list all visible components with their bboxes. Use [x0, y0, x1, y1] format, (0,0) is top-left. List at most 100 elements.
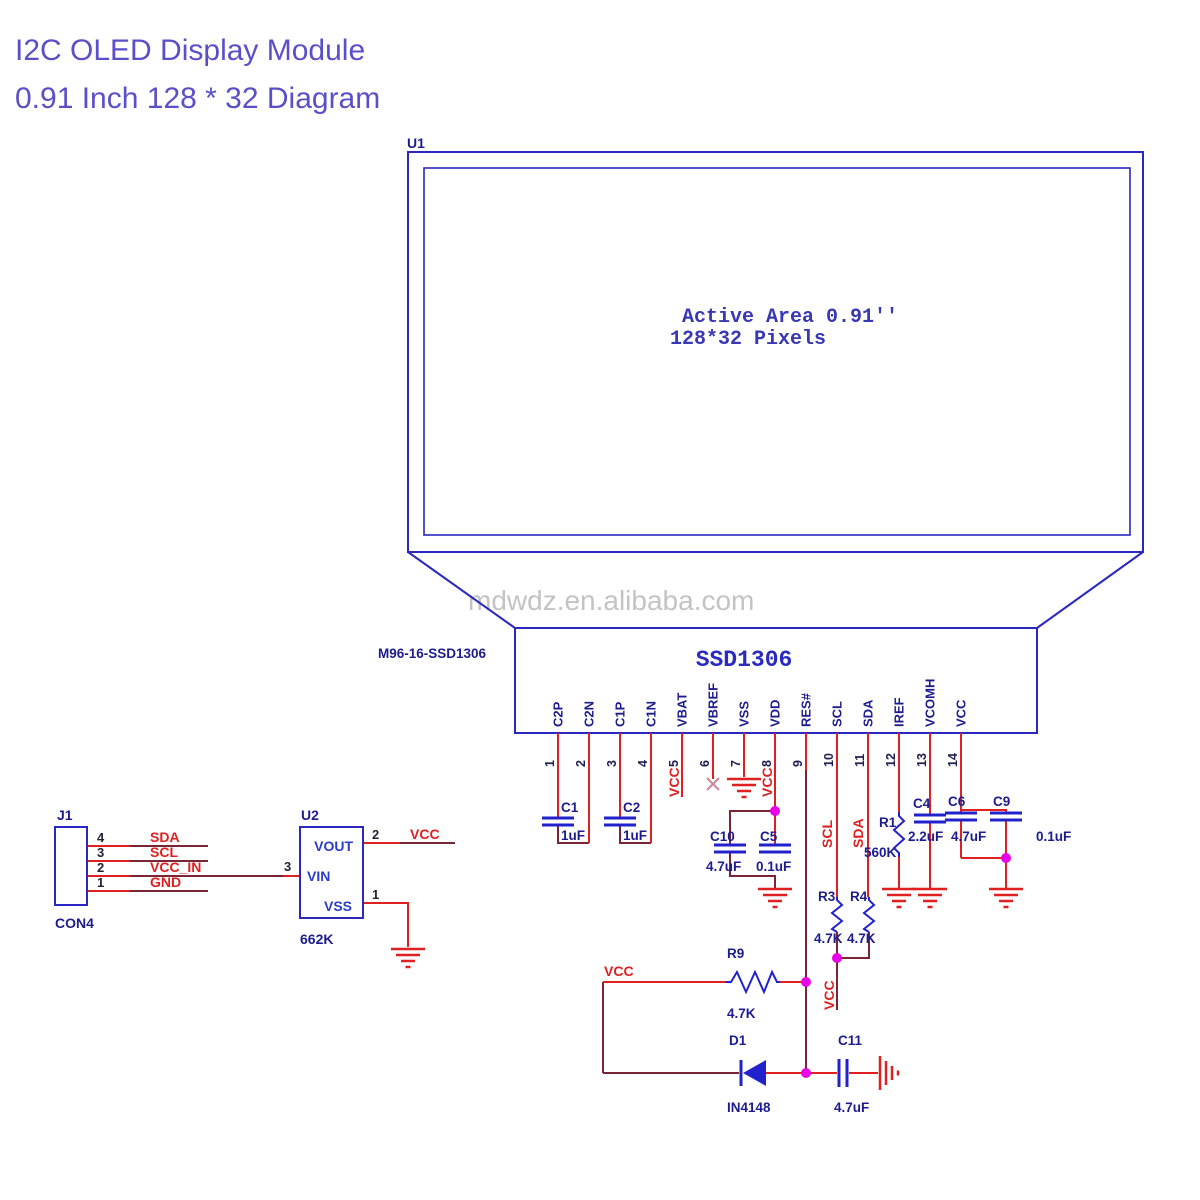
- c5-ref: C5: [760, 829, 778, 844]
- r1-ref: R1: [879, 815, 897, 830]
- ssd1306-pin-number-6: 6: [698, 760, 712, 767]
- ssd1306-pin-label-VBAT: VBAT: [675, 693, 690, 727]
- capacitor-c2: C2 1uF: [604, 800, 647, 843]
- d1-ref: D1: [729, 1033, 747, 1048]
- c11-ref: C11: [838, 1033, 863, 1048]
- diode-d1: D1 IN4148: [727, 1033, 771, 1115]
- c5-value: 0.1uF: [756, 859, 791, 874]
- capacitor-c1: C1 1uF: [542, 800, 585, 843]
- j1-pin4-net: SDA: [150, 829, 180, 845]
- driver-chip-name: SSD1306: [696, 647, 793, 673]
- u2-pin-vout-label: VOUT: [314, 838, 353, 854]
- no-connect-x: [706, 777, 720, 791]
- d1-part: IN4148: [727, 1100, 771, 1115]
- driver-module-label: M96-16-SSD1306: [378, 646, 487, 661]
- r4-value: 4.7K: [847, 931, 876, 946]
- ground-symbol-c10-c5: [756, 887, 794, 909]
- c1-value: 1uF: [561, 828, 585, 843]
- ssd1306-pin-number-10: 10: [822, 753, 836, 767]
- vcc-label-pullups: VCC: [821, 980, 837, 1010]
- resistor-r1: R1 560K: [864, 812, 906, 860]
- scl-net-label: SCL: [819, 820, 835, 848]
- ssd1306-pin-number-2: 2: [574, 760, 588, 767]
- ssd1306-pin-number-3: 3: [605, 760, 619, 767]
- junction-dots: [770, 806, 1011, 1078]
- c2-value: 1uF: [623, 828, 647, 843]
- j1-pin1-net: GND: [150, 874, 181, 890]
- j1-pin3-net: SCL: [150, 844, 178, 860]
- ssd1306-pin-number-4: 4: [636, 760, 650, 767]
- j1-box: [54, 826, 88, 906]
- ssd1306-pin-number-9: 9: [791, 760, 805, 767]
- display-ref-label: U1: [407, 135, 425, 151]
- j1-ref: J1: [57, 807, 73, 823]
- r9-value: 4.7K: [727, 1006, 756, 1021]
- r4-ref: R4: [850, 889, 868, 904]
- vcc-label-vdd: VCC: [759, 767, 775, 797]
- display-active-area-text: Active Area 0.91'': [682, 306, 898, 329]
- ground-symbol-c4: [911, 887, 949, 909]
- r3-ref: R3: [818, 889, 836, 904]
- ssd1306-pin-label-RES#: RES#: [799, 692, 814, 727]
- resistor-r3: R3 4.7K: [814, 889, 844, 946]
- j1-pin4-number: 4: [97, 830, 105, 845]
- u2-box: [299, 826, 364, 919]
- ssd1306-pin-label-VBREF: VBREF: [706, 683, 721, 727]
- diode-triangle: [743, 1060, 766, 1086]
- ground-symbol-vss: [725, 777, 763, 799]
- watermark-text: mdwdz.en.alibaba.com: [468, 585, 754, 616]
- ground-symbol-r1: [880, 887, 918, 909]
- display-resolution-text: 128*32 Pixels: [670, 328, 826, 351]
- resistor-r4: R4 4.7K: [847, 889, 876, 946]
- u2-pin2-number: 2: [372, 827, 379, 842]
- ssd1306-pin-label-C2N: C2N: [582, 701, 597, 727]
- c10-ref: C10: [710, 829, 735, 844]
- display-outer-frame: [407, 151, 1144, 553]
- c9-ref: C9: [993, 794, 1010, 809]
- capacitor-c11: C11 4.7uF: [834, 1033, 869, 1115]
- ssd1306-pin-number-11: 11: [853, 754, 867, 767]
- j1-pin1-number: 1: [97, 875, 104, 890]
- c1-ref: C1: [561, 800, 579, 815]
- ssd1306-pin-label-SDA: SDA: [861, 699, 876, 727]
- ground-symbol-c6-c9: [987, 887, 1025, 909]
- capacitor-c10: C10 4.7uF: [706, 829, 746, 874]
- ssd1306-pin-label-C1N: C1N: [644, 701, 659, 727]
- capacitor-c4: C4 2.2uF: [908, 796, 946, 844]
- ssd1306-pins: C2P1C2N2C1P3C1N4VBAT5VBREF6VSS7VDD8RES#9…: [543, 679, 969, 770]
- page-title-line2: 0.91 Inch 128 * 32 Diagram: [15, 82, 380, 115]
- ssd1306-pin-number-12: 12: [884, 753, 898, 767]
- display-module: U1 Active Area 0.91'' 128*32 Pixels: [407, 135, 1144, 629]
- u2-vcc-net-label: VCC: [410, 826, 440, 842]
- ground-symbol-c11: [878, 1054, 900, 1092]
- connector-j1: J1 CON4 4 SDA 3 SCL 2 VCC_IN 1 GND: [54, 807, 201, 931]
- u2-pin3-number: 3: [284, 859, 291, 874]
- ssd1306-pin-number-5: 5: [667, 760, 681, 767]
- j1-pin2-number: 2: [97, 860, 104, 875]
- r3-value: 4.7K: [814, 931, 843, 946]
- ssd1306-pin-number-7: 7: [729, 760, 743, 767]
- u2-pin-vin-label: VIN: [307, 868, 330, 884]
- resistor-r9: R9 4.7K: [726, 946, 780, 1021]
- display-flex-right-edge: [1036, 551, 1144, 629]
- ssd1306-pin-label-VSS: VSS: [737, 701, 752, 727]
- j1-type: CON4: [55, 915, 94, 931]
- c9-value: 0.1uF: [1036, 829, 1071, 844]
- ssd1306-pin-number-8: 8: [760, 760, 774, 767]
- regulator-u2: U2 VOUT VIN VSS 2 3 1 VCC 662K: [284, 807, 440, 947]
- r9-ref: R9: [727, 946, 744, 961]
- wires-red: [87, 770, 1007, 1074]
- display-inner-frame: [423, 167, 1131, 536]
- u2-pin-vss-label: VSS: [324, 898, 352, 914]
- c11-value: 4.7uF: [834, 1100, 869, 1115]
- ssd1306-pin-label-VCC: VCC: [954, 699, 969, 727]
- vcc-label-vbat: VCC: [666, 767, 682, 797]
- capacitor-c6: C6 4.7uF: [945, 794, 986, 844]
- u2-pin1-number: 1: [372, 887, 379, 902]
- ssd1306-pin-number-14: 14: [946, 753, 960, 767]
- ground-symbol-u2: [389, 947, 427, 969]
- ssd1306-pin-label-VCOMH: VCOMH: [923, 679, 938, 727]
- c6-value: 4.7uF: [951, 829, 986, 844]
